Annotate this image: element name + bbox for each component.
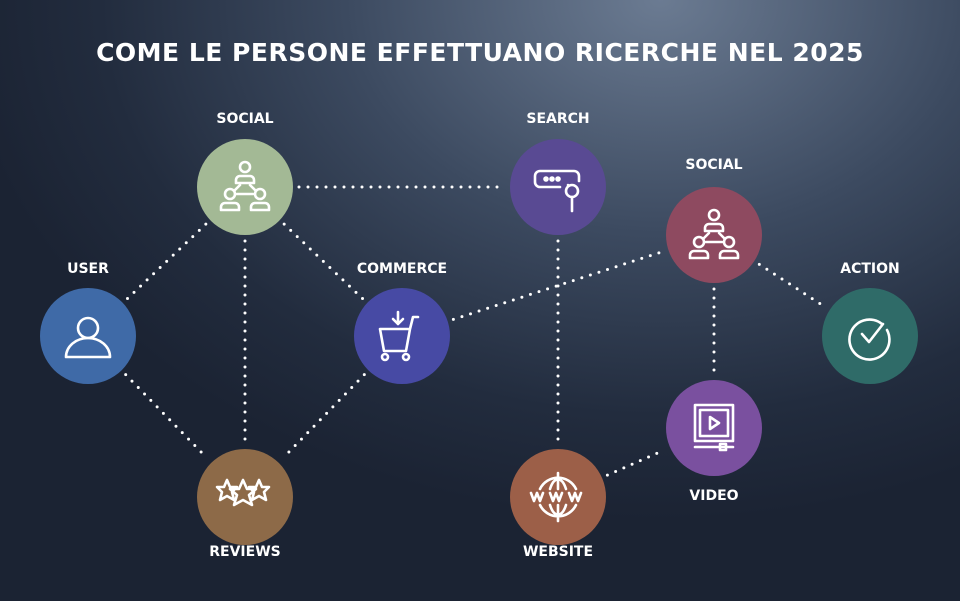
action-circle <box>822 288 918 384</box>
link-website-video <box>605 448 667 477</box>
node-user <box>40 288 136 384</box>
link-commerce-social2 <box>451 250 665 321</box>
user-circle <box>40 288 136 384</box>
label-action: ACTION <box>840 261 900 277</box>
label-social2: SOCIAL <box>685 157 743 173</box>
label-user: USER <box>67 261 109 277</box>
check-circle-icon <box>848 318 891 361</box>
network-people-icon <box>219 160 271 212</box>
page-title: COME LE PERSONE EFFETTUANO RICERCHE NEL … <box>96 38 864 67</box>
node-search <box>510 139 606 235</box>
links <box>124 185 827 477</box>
label-website: WEBSITE <box>522 544 594 560</box>
video-circle <box>666 380 762 476</box>
label-social1: SOCIAL <box>216 111 274 127</box>
node-reviews <box>197 449 293 545</box>
node-website <box>510 449 606 545</box>
social1-circle <box>197 139 293 235</box>
stars-icon <box>215 478 271 507</box>
label-reviews: REVIEWS <box>209 544 281 560</box>
link-social1-user <box>125 222 208 301</box>
node-action <box>822 288 918 384</box>
cart-icon <box>378 310 420 362</box>
link-social1-commerce <box>282 222 365 301</box>
link-user-reviews <box>124 373 209 460</box>
label-search: SEARCH <box>526 111 590 127</box>
node-commerce <box>354 288 450 384</box>
social2-circle <box>666 187 762 283</box>
node-social1 <box>197 139 293 235</box>
network-people-icon <box>688 208 740 260</box>
globe-www-icon <box>529 471 583 523</box>
commerce-circle <box>354 288 450 384</box>
link-social2-action <box>757 262 827 309</box>
node-social2 <box>666 187 762 283</box>
reviews-circle <box>197 449 293 545</box>
label-commerce: COMMERCE <box>356 261 448 277</box>
link-commerce-reviews <box>281 373 366 460</box>
search-bar-icon <box>533 169 581 213</box>
user-icon <box>64 316 112 359</box>
node-video <box>666 380 762 476</box>
video-player-icon <box>693 403 735 452</box>
label-video: VIDEO <box>689 488 739 504</box>
